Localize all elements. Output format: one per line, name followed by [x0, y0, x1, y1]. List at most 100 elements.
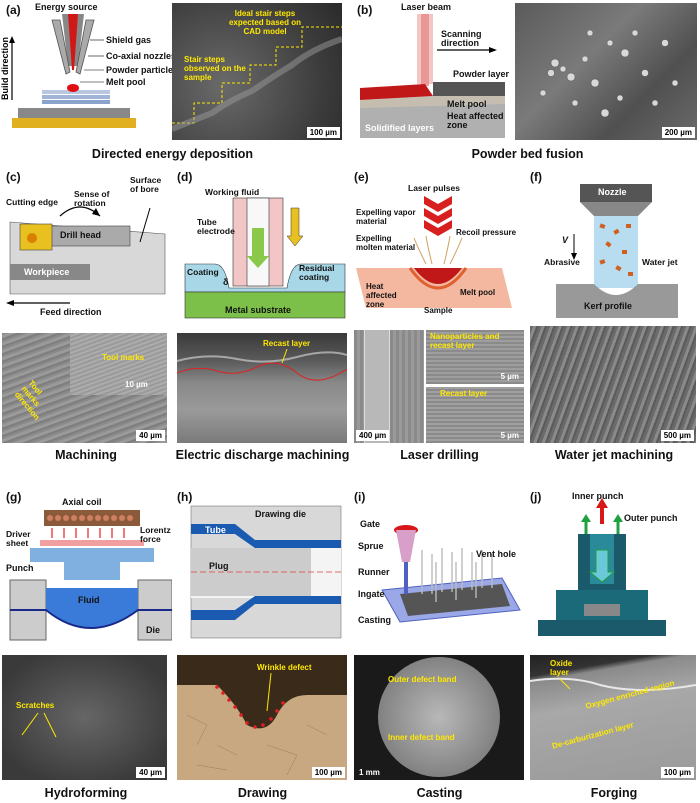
panel-title: Casting	[416, 786, 463, 800]
energy-source-label: Energy source	[35, 2, 98, 12]
melt-pool-label: Melt pool	[106, 77, 146, 87]
inner-punch-label: Inner punch	[572, 491, 624, 501]
scale-bar: 100 µm	[660, 767, 694, 778]
panel-label: (a)	[6, 3, 21, 17]
panel-label: (e)	[354, 170, 369, 184]
build-direction-label: Build direction	[0, 37, 10, 100]
scale-bar: 40 µm	[136, 430, 165, 441]
panel-c: (c) Cutting edge Sense of rotation Surfa…	[0, 168, 172, 462]
pbf-schematic	[360, 14, 505, 138]
tube-label: Tube	[205, 525, 226, 535]
scanning-direction-label: Scanning direction	[441, 29, 482, 48]
substrate-label: Metal substrate	[225, 305, 292, 315]
nozzle-label: Nozzle	[598, 187, 627, 197]
scale-bar: 1 mm	[359, 768, 380, 777]
tool-marks-label: Tool marks	[102, 353, 145, 362]
nozzles-label: Co-axial nozzles	[106, 51, 177, 61]
panel-g: (g) Axial coil Driver sheet Lorentz forc…	[0, 490, 172, 803]
edm-schematic	[184, 197, 346, 319]
panel-label: (d)	[177, 170, 193, 184]
drawing-micrograph: Wrinkle defect 100 µm	[177, 655, 347, 780]
panel-title: Hydroforming	[44, 786, 128, 800]
panel-title: Machining	[55, 448, 117, 462]
scale-bar-big: 400 µm	[356, 430, 390, 441]
panel-title: Water jet machining	[554, 448, 674, 462]
ingate-label: Ingate	[358, 589, 385, 599]
outer-punch-label: Outer punch	[624, 513, 678, 523]
coil-label: Axial coil	[62, 497, 102, 507]
casting-schematic	[381, 525, 521, 623]
panel-f: (f) Nozzle V Abrasive Water jet Kerf pro…	[528, 168, 700, 462]
panel-title: Powder bed fusion	[471, 147, 584, 161]
sprue-label: Sprue	[358, 541, 384, 551]
hydroforming-schematic	[9, 510, 172, 641]
laser-drilling-micrograph-top: Nanoparticles and recast layer 5 µm	[426, 330, 524, 384]
laser-pulses-label: Laser pulses	[408, 183, 460, 193]
panel-title: Electric discharge machining	[175, 448, 350, 462]
abrasive-label: Abrasive	[544, 257, 580, 267]
panel-label: (f)	[530, 170, 542, 184]
panel-j: (j) Inner punch Outer punch Oxide layer …	[528, 490, 700, 803]
panel-title: Forging	[590, 786, 638, 800]
residual-label: Residual coating	[299, 263, 335, 282]
recast-label: Recast layer	[440, 389, 488, 398]
panel-title: Laser drilling	[400, 448, 479, 462]
v-label: V	[562, 235, 569, 245]
recast-label: Recast layer	[263, 339, 311, 348]
casting-label: Casting	[358, 615, 392, 625]
scale-bar: 200 µm	[661, 127, 695, 138]
panel-label: (g)	[6, 490, 22, 504]
edm-micrograph: Recast layer	[177, 333, 347, 443]
haz-label: Heat affected zone	[447, 111, 504, 130]
molten-label: Expelling molten material	[356, 234, 416, 252]
drawing-schematic	[190, 505, 342, 639]
cutting-edge-label: Cutting edge	[6, 197, 58, 207]
melt-pool-label: Melt pool	[460, 288, 496, 297]
pbf-micrograph: 200 µm	[515, 3, 697, 140]
wrinkle-label: Wrinkle defect	[257, 663, 312, 672]
scale-bar-a: 5 µm	[500, 372, 519, 381]
driver-label: Driver sheet	[6, 529, 31, 548]
scale-bar: 40 µm	[136, 767, 165, 778]
panel-label: (c)	[6, 170, 21, 184]
solidified-layers-label: Solidified layers	[365, 123, 435, 133]
panel-e: (e) Laser pulses Expelling vapor materia…	[352, 168, 527, 462]
forging-micrograph: Oxide layer Oxygen enriched region De-ca…	[530, 655, 696, 780]
oxide-label: Oxide layer	[550, 659, 573, 677]
water-jet-label: Water jet	[642, 257, 678, 267]
workpiece-label: Workpiece	[24, 267, 70, 277]
plug-label: Plug	[209, 561, 229, 571]
runner-label: Runner	[358, 567, 390, 577]
ideal-steps-label: Ideal stair steps expected based on CAD …	[228, 9, 302, 36]
die-label: Drawing die	[255, 509, 307, 519]
outer-defect-label: Outer defect band	[388, 675, 457, 684]
fluid-label: Working fluid	[205, 187, 260, 197]
delta-label: δ	[223, 277, 229, 287]
laser-beam-label: Laser beam	[401, 2, 452, 12]
drill-head-label: Drill head	[60, 230, 102, 240]
machining-schematic	[6, 206, 166, 306]
powder-label: Powder particles	[106, 65, 179, 75]
melt-pool-label: Melt pool	[447, 99, 487, 109]
tool-marks-direction-label: Tool marks direction	[12, 378, 44, 422]
powder-layer-label: Powder layer	[453, 69, 510, 79]
lorentz-label: Lorentz force	[140, 525, 171, 544]
haz-label: Heat affected zone	[366, 282, 397, 309]
panel-label: (b)	[357, 3, 373, 17]
surface-label: Surface of bore	[130, 175, 162, 194]
ded-schematic: Build direction	[0, 14, 136, 128]
punch-label: Punch	[6, 563, 34, 573]
panel-h: (h) Drawing die Tube Plug Wrinkle defect…	[175, 490, 350, 803]
recoil-label: Recoil pressure	[456, 228, 517, 237]
observed-steps-label: Stair steps observed on the sample	[184, 55, 246, 82]
tube-label: Tube electrode	[197, 217, 235, 236]
gate-label: Gate	[360, 519, 381, 529]
panel-b: (b) Laser beam Scanning direction Powder…	[355, 0, 700, 165]
waterjet-micrograph: 500 µm	[530, 326, 696, 443]
laser-drilling-micrograph-bottom: Recast layer 5 µm	[426, 387, 524, 443]
laser-drilling-schematic	[356, 196, 512, 308]
vent-label: Vent hole	[476, 549, 517, 559]
ded-micrograph: Ideal stair steps expected based on CAD …	[172, 3, 342, 140]
kerf-label: Kerf profile	[584, 301, 633, 311]
panel-a: (a) Build direction Energy source Shield…	[0, 0, 345, 165]
